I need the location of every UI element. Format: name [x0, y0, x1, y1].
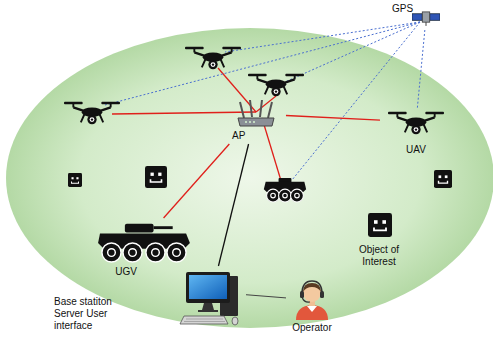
operator-node: Operator: [286, 276, 338, 335]
computer-icon: [180, 272, 238, 325]
ugv-icon: [264, 178, 306, 202]
uav-icon: [185, 47, 241, 69]
uav-node: UAV: [380, 108, 452, 158]
uav-icon: [388, 112, 444, 134]
uav-icon: [64, 102, 120, 124]
link-line: [417, 30, 425, 108]
object-icon: [434, 170, 452, 188]
gps-links: [105, 22, 420, 180]
node-label: Operator: [286, 322, 338, 334]
wireless-links: [112, 68, 282, 184]
link-line: [246, 295, 286, 298]
object-icon: [145, 166, 167, 188]
ugv-icon: [98, 224, 190, 262]
node-label: Object of Interest: [349, 244, 409, 268]
operator-icon: [296, 281, 328, 320]
base-station-node: Base statiton Server User interface: [48, 266, 246, 335]
router-icon: [238, 100, 274, 126]
object-node: Object of Interest: [348, 212, 410, 270]
node-label: AP: [232, 130, 254, 142]
link-line: [218, 144, 248, 266]
node-label: Base statiton Server User interface: [54, 296, 130, 332]
uav-icon: [248, 74, 304, 96]
link-line: [164, 144, 230, 218]
node-label: UGV: [106, 266, 146, 278]
coverage-area: [6, 28, 493, 328]
node-label: UAV: [398, 144, 434, 156]
ap-node: AP: [226, 100, 286, 144]
node-label: GPS: [392, 3, 418, 15]
object-icon: [68, 173, 82, 187]
ugv-node: UGV: [88, 218, 198, 280]
satellite-icon: [412, 12, 440, 26]
link-line: [286, 116, 380, 121]
gps-node: GPS: [388, 2, 442, 30]
object-icon: [368, 213, 392, 237]
